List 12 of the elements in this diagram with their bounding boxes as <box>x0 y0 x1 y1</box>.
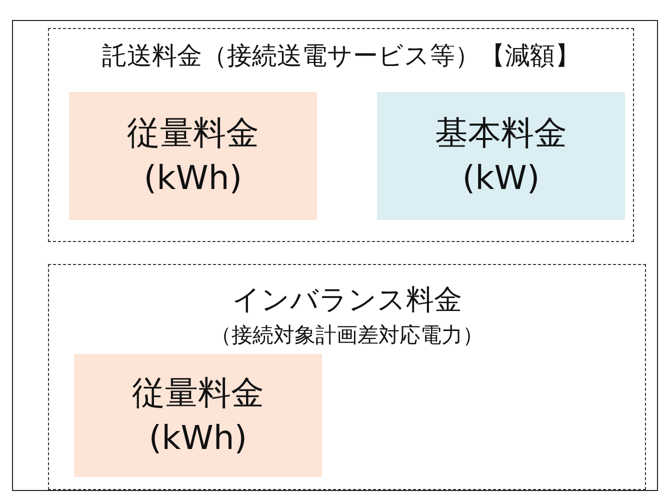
outer-frame <box>12 20 658 491</box>
group-heading: 託送料金（接続送電サービス等）【減額】 <box>101 40 581 72</box>
charge-label: 基本料金 (kW) <box>434 112 568 199</box>
charge-box <box>377 92 625 220</box>
dashed-group-box <box>48 264 646 490</box>
group-heading: インバランス料金 <box>231 282 463 318</box>
charge-box <box>69 92 317 220</box>
charge-label: 従量料金 (kWh) <box>126 112 260 199</box>
group-subheading: （接続対象計画差対応電力） <box>210 322 484 349</box>
dashed-group-box <box>48 28 634 242</box>
charge-box <box>74 354 322 477</box>
charge-label: 従量料金 (kWh) <box>130 372 265 458</box>
